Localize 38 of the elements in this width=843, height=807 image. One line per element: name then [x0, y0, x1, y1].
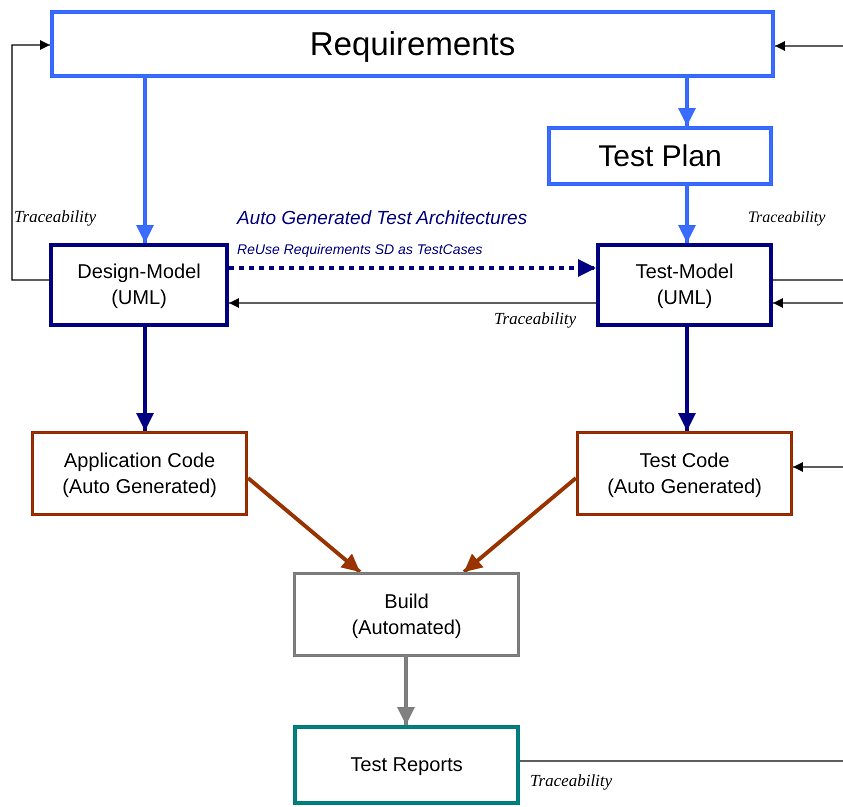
process-box — [31, 431, 248, 516]
connector-line — [773, 279, 843, 281]
node-label: Test Code (Auto Generated) — [607, 448, 762, 500]
arrow — [793, 462, 843, 472]
node-label: Test Plan — [598, 138, 722, 174]
process-box — [596, 243, 773, 327]
arrow — [11, 40, 50, 281]
process-box — [293, 572, 520, 657]
arrow — [773, 298, 843, 308]
process-box — [293, 725, 520, 805]
node-label: Application Code (Auto Generated) — [62, 448, 217, 500]
edge-label: Traceability — [530, 771, 612, 791]
process-box — [547, 126, 773, 186]
node-label: Test Reports — [350, 753, 463, 778]
arrow — [462, 476, 578, 574]
node-label: Requirements — [310, 24, 516, 64]
arrow — [397, 657, 415, 725]
process-box — [49, 243, 229, 327]
connector-line — [520, 760, 843, 762]
arrow — [678, 78, 696, 126]
arrow — [775, 41, 843, 51]
arrow — [246, 476, 362, 574]
process-box — [50, 10, 775, 78]
edge-label: Traceability — [748, 209, 826, 227]
edge-label: ReUse Requirements SD as TestCases — [237, 241, 482, 257]
node-label: Design-Model (UML) — [77, 260, 201, 311]
annotation-text: Auto Generated Test Architectures — [237, 208, 528, 230]
arrow — [229, 298, 596, 308]
edge-label: Traceability — [14, 207, 96, 227]
process-box — [576, 431, 793, 516]
arrow — [136, 327, 154, 431]
node-label: Test-Model (UML) — [636, 260, 734, 311]
arrow — [136, 78, 154, 243]
arrow — [678, 186, 696, 243]
arrow — [678, 327, 696, 431]
arrow — [229, 259, 596, 277]
node-label: Build (Automated) — [351, 590, 462, 640]
edge-label: Traceability — [494, 309, 576, 329]
